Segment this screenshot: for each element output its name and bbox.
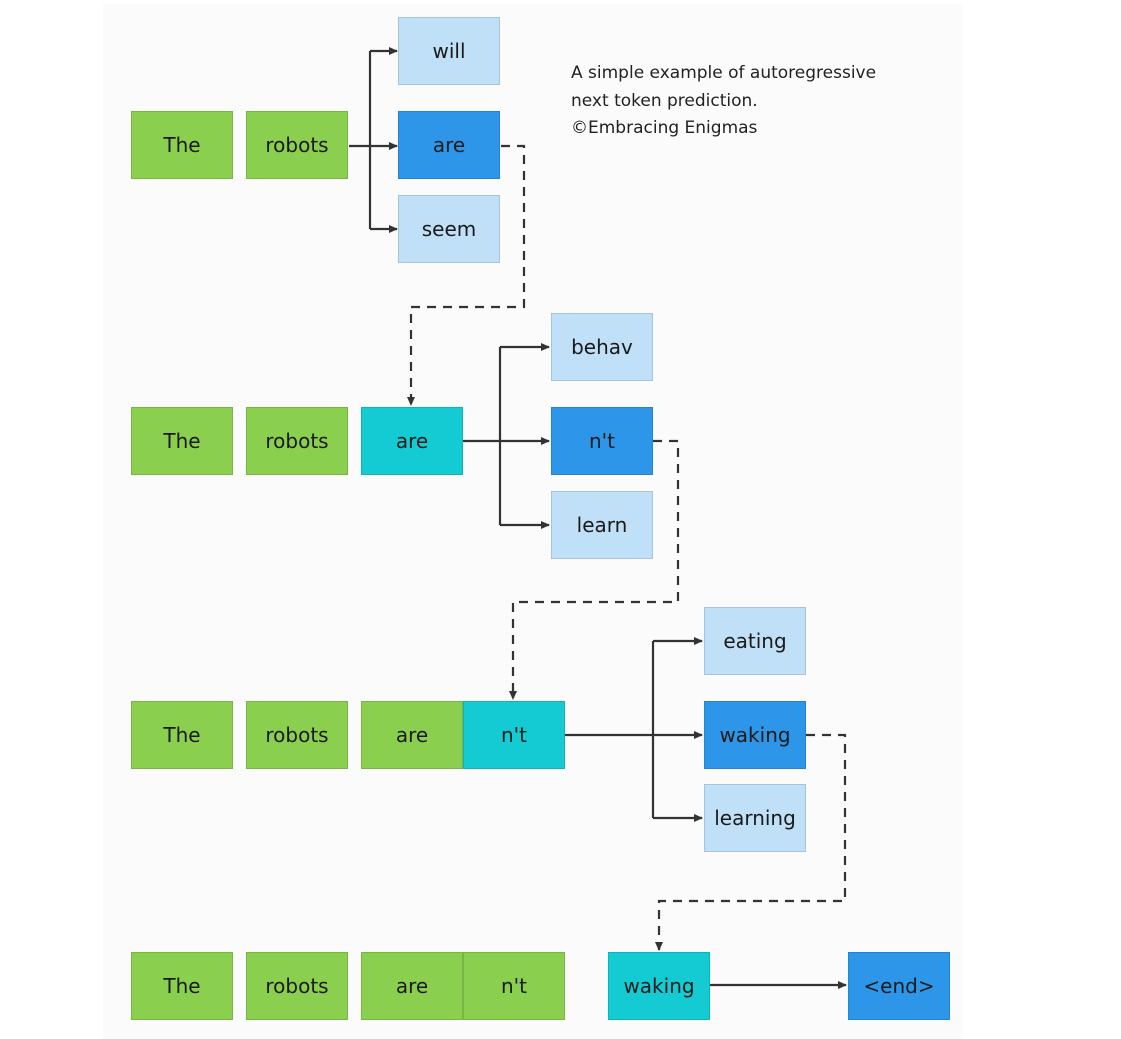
step1-candidate-token: will [398,17,500,85]
caption-line: next token prediction. [571,90,758,111]
step1-context-token: The [131,111,233,179]
step2-latest-token: are [361,407,463,475]
step2-context-token: robots [246,407,348,475]
step1-context-token: robots [246,111,348,179]
step4-context-token: robots [246,952,348,1020]
step4-end-token: <end> [848,952,950,1020]
step3-context-token: robots [246,701,348,769]
step2-context-token: The [131,407,233,475]
step2-selected-token: n't [551,407,653,475]
step3-candidate-token: eating [704,607,806,675]
step3-latest-token: n't [463,701,565,769]
step1-selected-token: are [398,111,500,179]
step4-context-token: The [131,952,233,1020]
step4-context-token: n't [463,952,565,1020]
step2-candidate-token: behav [551,313,653,381]
caption-line: A simple example of autoregressive [571,63,877,83]
step3-context-token: The [131,701,233,769]
step1-candidate-token: seem [398,195,500,263]
step4-latest-token: waking [608,952,710,1020]
step4-context-token: are [361,952,463,1020]
feedback-waking [655,733,847,951]
feedback-nt [509,439,680,700]
caption-credit: ©Embracing Enigmas [571,118,758,138]
feedback-are [407,144,526,406]
step3-candidate-token: learning [704,784,806,852]
caption: A simple example of autoregressive next … [571,60,876,143]
step3-selected-token: waking [704,701,806,769]
step2-candidate-token: learn [551,491,653,559]
step3-context-token: are [361,701,463,769]
